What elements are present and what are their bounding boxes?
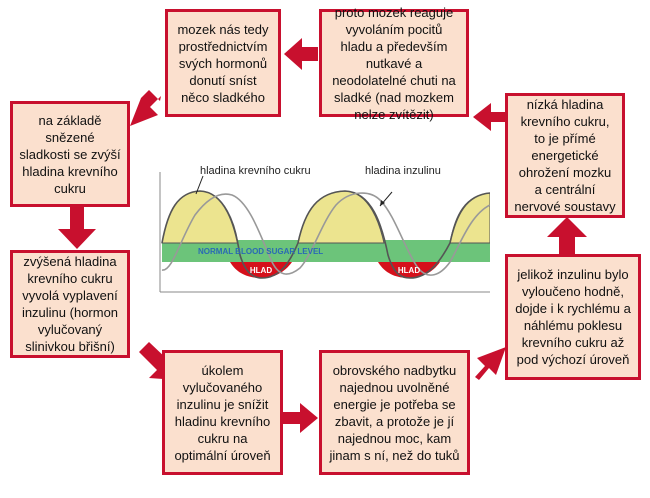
hlad-label-2: HLAD (398, 266, 420, 275)
arrow-b8-to-b6 (475, 347, 506, 380)
box-brain-reacts-hunger: proto mozek reaguje vyvoláním pocitů hla… (319, 5, 469, 122)
box-sugar-rises: na základě snězené sladkosti se zvýší hl… (10, 101, 130, 207)
arrow-b1-to-b3 (130, 90, 161, 126)
box-sugar-drop: jelikož inzulinu bylo vyloučeno hodně, d… (505, 254, 641, 380)
arrow-b4-to-b2 (473, 103, 505, 131)
box-brain-forces-sweets: mozek nás tedy prostřednictvím svých hor… (165, 9, 281, 117)
box-energy-to-fat: obrovského nadbytku najednou uvolněné en… (319, 350, 470, 475)
arrow-b7-to-b8 (283, 403, 318, 433)
sugar-curve (161, 190, 490, 279)
sugar-hump-1 (161, 190, 239, 244)
normal-band-label: NORMAL BLOOD SUGAR LEVEL (198, 247, 323, 256)
box-insulin-release: zvýšená hladina krevního cukru vyvolá vy… (10, 250, 130, 358)
insulin-label: hladina inzulinu (365, 165, 441, 177)
sugar-label: hladina krevního cukru (200, 165, 311, 177)
arrow-b3-to-b5 (58, 207, 96, 249)
box-insulin-task: úkolem vylučovaného inzulinu je snížit h… (162, 350, 283, 475)
arrow-b2-to-b1 (284, 38, 318, 70)
sugar-hump-2 (297, 190, 385, 244)
insulin-curve (161, 192, 490, 276)
normal-band (162, 240, 490, 262)
arrow-b6-to-b4 (547, 217, 587, 254)
box-low-sugar-threat: nízká hladina krevního cukru, to je přím… (505, 93, 625, 218)
insulin-label-arrowhead (380, 200, 385, 206)
hlad-label-1: HLAD (250, 266, 272, 275)
sugar-label-pointer (195, 175, 204, 195)
